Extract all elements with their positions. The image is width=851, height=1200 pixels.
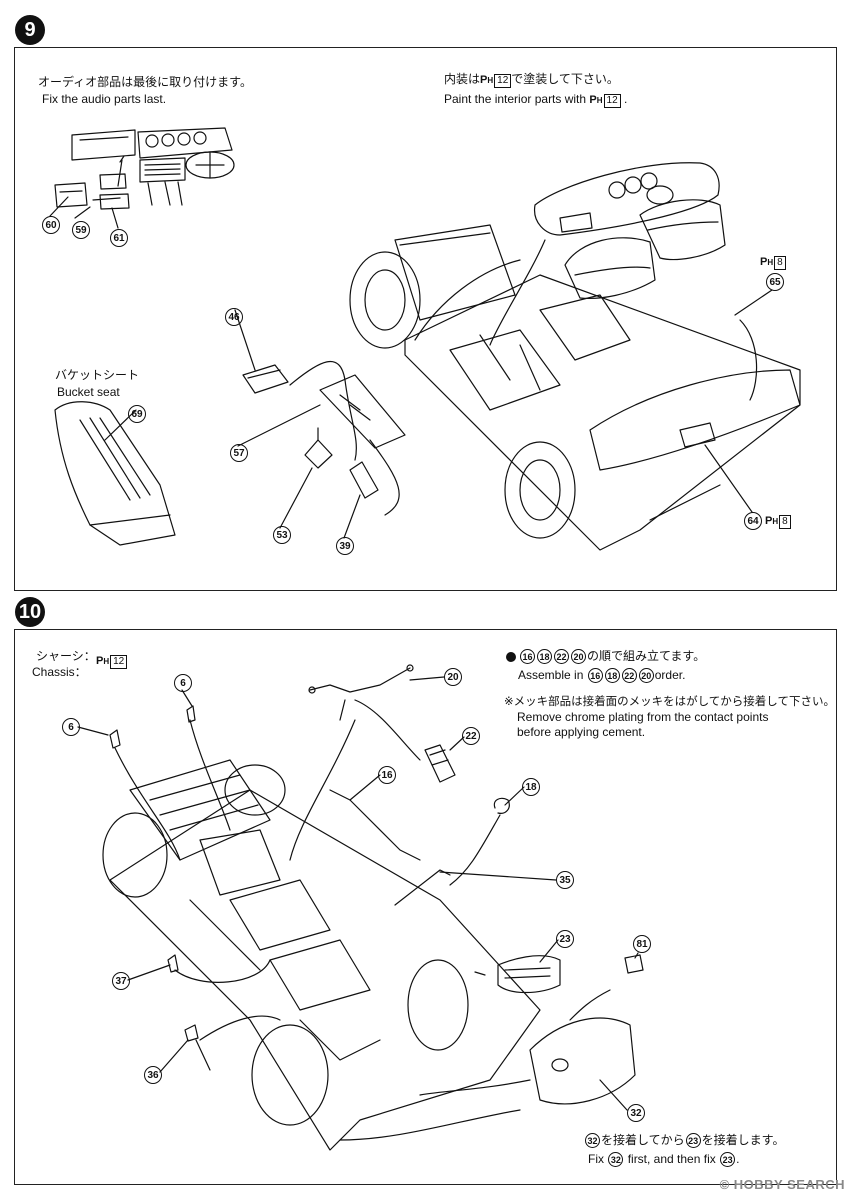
part-22-callout: 22 xyxy=(462,727,480,745)
chrome-note-en-2: before applying cement. xyxy=(517,725,646,739)
part-32-callout: 32 xyxy=(627,1104,645,1122)
part-59-callout: 59 xyxy=(72,221,90,239)
part-39-callout: 39 xyxy=(336,537,354,555)
chrome-note-en-1: Remove chrome plating from the contact p… xyxy=(517,710,769,724)
hobby-search-watermark: © HOBBY SEARCH xyxy=(719,1177,845,1192)
part-23-callout: 23 xyxy=(556,930,574,948)
part-65-callout: 65 xyxy=(766,273,784,291)
dashboard-illustration xyxy=(533,162,720,236)
part-81-callout: 81 xyxy=(633,935,651,953)
part-69-callout: 69 xyxy=(128,405,146,423)
audio-note-jp: オーディオ部品は最後に取り付けます。 xyxy=(38,75,252,89)
part-60-callout: 60 xyxy=(42,216,60,234)
front-seats-illustration xyxy=(564,199,726,300)
chrome-note-jp: ※メッキ部品は接着面のメッキをはがしてから接着して下さい。 xyxy=(504,694,835,708)
center-console-illustration xyxy=(242,364,406,499)
fix-note-en: Fix 32 first, and then fix 23. xyxy=(588,1152,740,1168)
part-64-callout: 64 xyxy=(744,512,762,530)
part-18-callout: 18 xyxy=(522,778,540,796)
bucket-seat-jp: バケットシート xyxy=(55,368,140,382)
bucket-seat-en: Bucket seat xyxy=(57,385,120,399)
step10-parts-illustration xyxy=(109,664,644,1105)
step-10-badge: 10 xyxy=(15,597,45,627)
audio-note-en: Fix the audio parts last. xyxy=(42,92,167,106)
step9-chassis-illustration xyxy=(349,224,801,551)
step-9-badge: 9 xyxy=(15,15,45,45)
audio-inset-illustration xyxy=(49,127,235,229)
part-37-callout: 37 xyxy=(112,972,130,990)
bucket-seat-69-illustration xyxy=(54,401,176,546)
part-36-callout: 36 xyxy=(144,1066,162,1084)
part-61-callout: 61 xyxy=(110,229,128,247)
chassis-label-jp: シャーシ： xyxy=(36,649,96,663)
part-16-callout: 16 xyxy=(378,766,396,784)
part-57-callout: 57 xyxy=(230,444,248,462)
step-10-panel xyxy=(14,629,837,1185)
step10-chassis-illustration xyxy=(102,759,541,1151)
part-53-callout: 53 xyxy=(273,526,291,544)
chassis-label-en: Chassis： xyxy=(32,665,87,679)
